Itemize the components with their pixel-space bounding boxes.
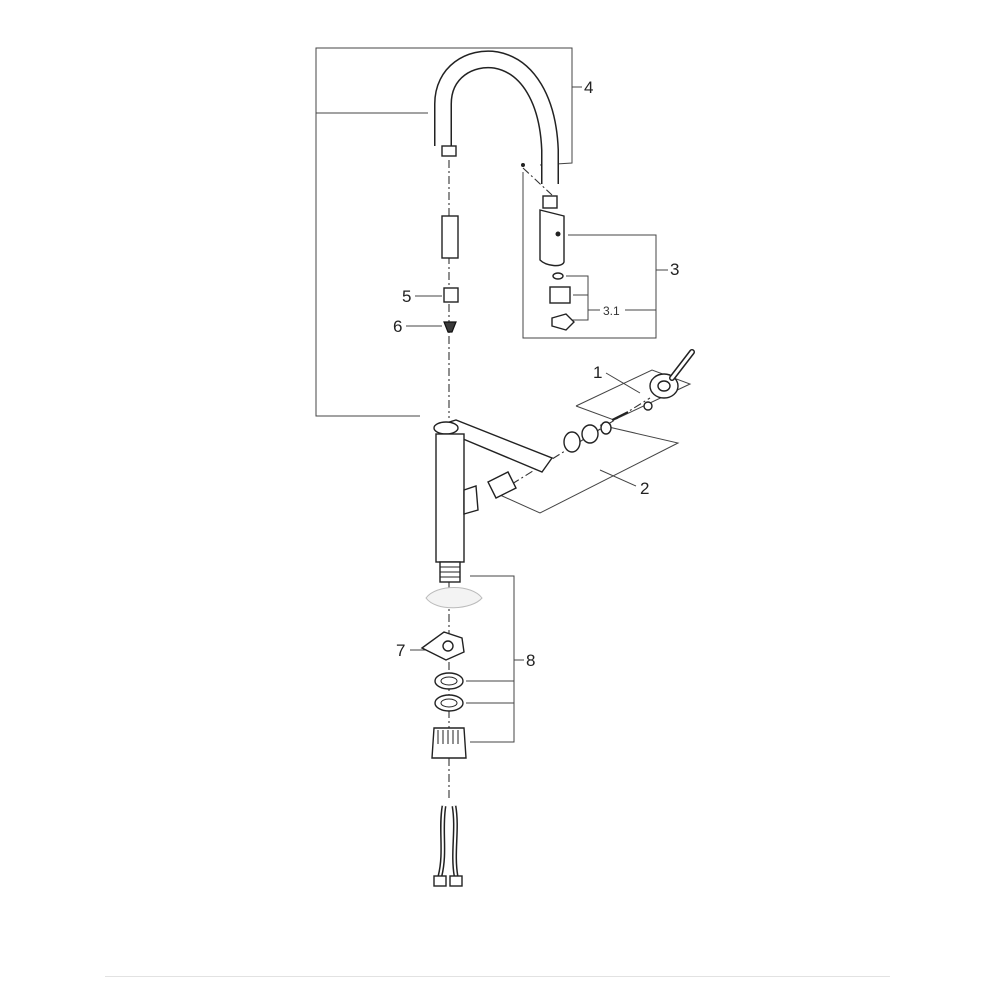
callout-4-label: 4 (584, 78, 593, 97)
counter-plate (425, 587, 483, 609)
cartridge-nut (600, 421, 612, 435)
leader-4 (315, 47, 573, 166)
callout-5-label: 5 (402, 287, 411, 306)
cartridge-part (487, 401, 653, 499)
fixing-nut (431, 727, 467, 759)
spray-button (555, 231, 561, 237)
axis-spray (522, 167, 553, 196)
supply-hoses (433, 805, 463, 887)
callout-3-1-label: 3.1 (603, 304, 620, 318)
leader-lines (315, 47, 692, 743)
lever-screw (611, 411, 629, 421)
leader-3-1 (566, 275, 589, 321)
callout-2-label: 2 (640, 479, 649, 498)
spray-washer (552, 272, 564, 280)
fixing-nut-knurl (437, 730, 459, 744)
clamp-hole (442, 640, 454, 652)
leader-2-stub (599, 469, 637, 487)
callout-3-label: 3 (670, 260, 679, 279)
leader-2 (499, 424, 680, 514)
callout-6-label: 6 (393, 317, 402, 336)
body-side-boss (463, 485, 479, 515)
spout-hose-part (434, 50, 559, 184)
footer-divider (105, 976, 890, 977)
callout-1-label: 1 (593, 363, 602, 382)
callout-7-label: 7 (396, 641, 405, 660)
part-6-weight (443, 321, 457, 333)
leader-8 (470, 575, 515, 743)
hose-marker (521, 163, 525, 167)
faucet-body-part (433, 419, 554, 583)
spray-key-tool (551, 313, 575, 331)
leader-3 (522, 172, 657, 339)
spray-head-part (539, 195, 575, 331)
hose-fitting-left (433, 875, 447, 887)
leader-1 (605, 372, 641, 394)
lever-handle-part (649, 349, 695, 399)
leader-4-lower (315, 113, 420, 417)
spray-head-body (539, 209, 565, 267)
leader-1-box (575, 369, 692, 421)
inline-parts (441, 215, 459, 333)
mounting-parts (420, 587, 483, 759)
cartridge-ring-1 (563, 431, 581, 453)
spray-aerator (549, 286, 571, 304)
hose-adapter (441, 215, 459, 259)
faucet-body (435, 433, 465, 563)
part-5-nut (443, 287, 459, 303)
hose-connector-top (441, 145, 457, 157)
thread-lines (440, 566, 460, 578)
spout-arm-cap (433, 421, 459, 435)
lever-handle-bore (657, 380, 671, 392)
hose-fitting-right (449, 875, 463, 887)
cartridge (487, 471, 517, 499)
callout-8-label: 8 (526, 651, 535, 670)
cartridge-ring-2 (581, 424, 599, 444)
spray-thread (542, 195, 558, 209)
axis-lever (511, 397, 651, 485)
lever-pin (643, 401, 653, 411)
